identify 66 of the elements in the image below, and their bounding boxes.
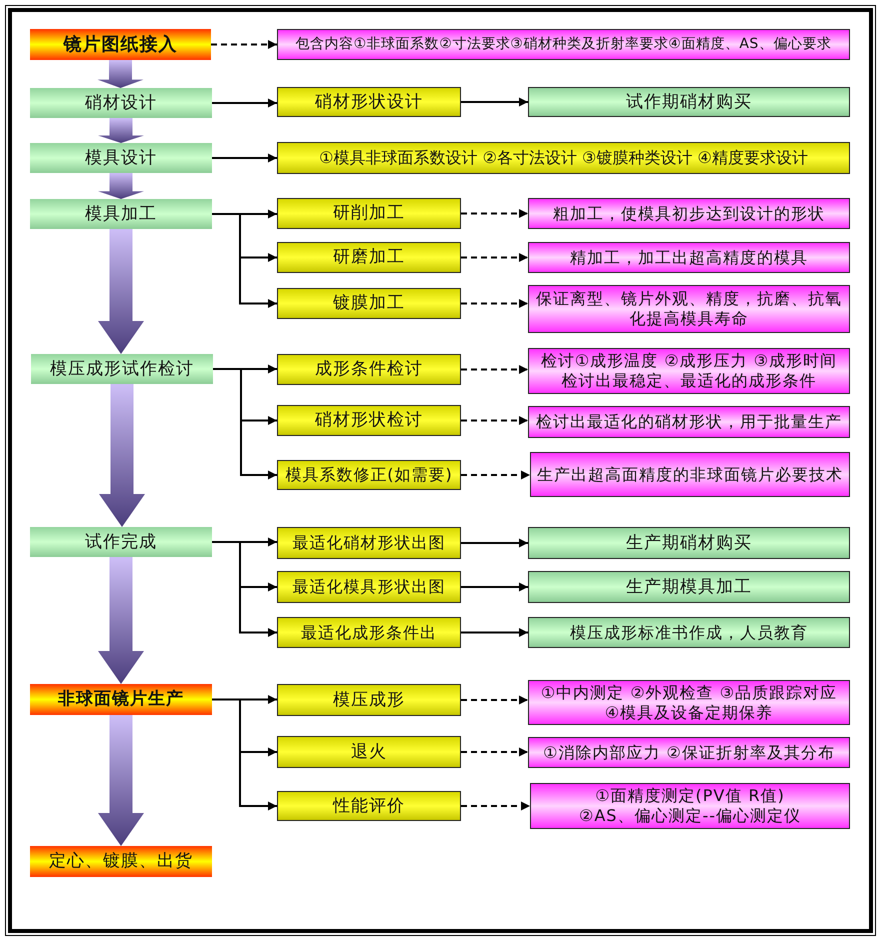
arrow — [461, 98, 528, 106]
task-box: 镀膜加工 — [277, 288, 461, 319]
result-box: 模压成形标准书作成，人员教育 — [528, 617, 850, 648]
dashed-arrow — [461, 696, 528, 704]
task-box: 最适化成形条件出 — [277, 617, 461, 648]
note-box: 生产出超高面精度的非球面镜片必要技术 — [530, 452, 850, 497]
result-box: 生产期模具加工 — [528, 571, 850, 603]
note-text: ①面精度测定(PV值 R值) — [595, 786, 785, 806]
note-text: 检讨①成形温度 ②成形压力 ③成形时间 — [540, 351, 838, 371]
dashed-arrow — [461, 365, 528, 374]
note-box: 粗加工，使模具初步达到设计的形状 — [528, 198, 850, 229]
arrow — [461, 628, 528, 637]
task-box: 模压成形 — [277, 684, 461, 716]
arrow — [212, 698, 277, 810]
dashed-arrow — [461, 209, 528, 218]
stage-box: 定心、镀膜、出货 — [30, 846, 212, 877]
note-box: ①中内测定 ②外观检查 ③品质跟踪对应 ④模具及设备定期保养 — [528, 680, 850, 725]
note-text: 检讨出最稳定、最适化的成形条件 — [562, 371, 816, 391]
process-box: 试作完成 — [30, 527, 212, 557]
dashed-arrow — [461, 299, 528, 308]
note-text: ②AS、偏心测定--偏心测定仪 — [579, 806, 801, 826]
block-arrow — [98, 118, 144, 143]
note-box: 保证离型、镜片外观、精度，抗磨、抗氧化提高模具寿命 — [528, 285, 850, 333]
dashed-arrow — [211, 40, 277, 49]
process-box: 模具加工 — [30, 199, 212, 229]
block-arrow — [98, 229, 144, 354]
dashed-arrow — [461, 748, 528, 756]
arrow — [212, 98, 277, 108]
task-box: 研磨加工 — [277, 242, 461, 273]
task-box: 最适化硝材形状出图 — [277, 527, 461, 559]
dashed-arrow — [461, 470, 530, 480]
arrow — [213, 368, 277, 480]
result-box: 生产期硝材购买 — [528, 527, 850, 559]
stage-box: 非球面镜片生产 — [30, 684, 212, 715]
block-arrow — [98, 173, 144, 199]
result-box: 试作期硝材购买 — [528, 87, 850, 117]
task-box: 硝材形状检讨 — [277, 405, 461, 436]
task-box: 硝材形状设计 — [277, 87, 461, 117]
arrow — [212, 154, 277, 162]
note-box: 检讨出最适化的硝材形状，用于批量生产 — [528, 406, 850, 438]
note-box: 包含内容①非球面系数②寸法要求③硝材种类及折射率要求④面精度、AS、偏心要求 — [277, 29, 850, 60]
arrow — [461, 538, 528, 548]
task-box: 最适化模具形状出图 — [277, 571, 461, 603]
process-box: 模具设计 — [30, 143, 212, 173]
dashed-arrow — [461, 802, 530, 810]
block-arrow — [98, 60, 144, 88]
task-box: ①模具非球面系数设计 ②各寸法设计 ③镀膜种类设计 ④精度要求设计 — [277, 142, 850, 174]
note-box — [528, 348, 850, 394]
process-box: 模压成形试作检讨 — [31, 354, 213, 384]
stage-box: 镜片图纸接入 — [30, 29, 211, 60]
arrow — [212, 213, 277, 308]
note-box: 精加工，加工出超高精度的模具 — [528, 242, 850, 273]
note-box — [530, 783, 850, 829]
task-box: 模具系数修正(如需要) — [277, 460, 461, 490]
task-box: 研削加工 — [277, 198, 461, 229]
task-box: 退火 — [277, 736, 461, 768]
dashed-arrow — [461, 253, 528, 262]
task-box: 性能评价 — [277, 791, 461, 821]
process-box: 硝材设计 — [30, 88, 212, 118]
task-box: 成形条件检讨 — [277, 354, 461, 385]
arrow — [461, 582, 528, 592]
note-box: ①消除内部应力 ②保证折射率及其分布 — [528, 737, 850, 768]
block-arrow — [98, 557, 144, 684]
block-arrow — [98, 715, 144, 846]
block-arrow — [99, 384, 145, 527]
dashed-arrow — [461, 416, 528, 425]
